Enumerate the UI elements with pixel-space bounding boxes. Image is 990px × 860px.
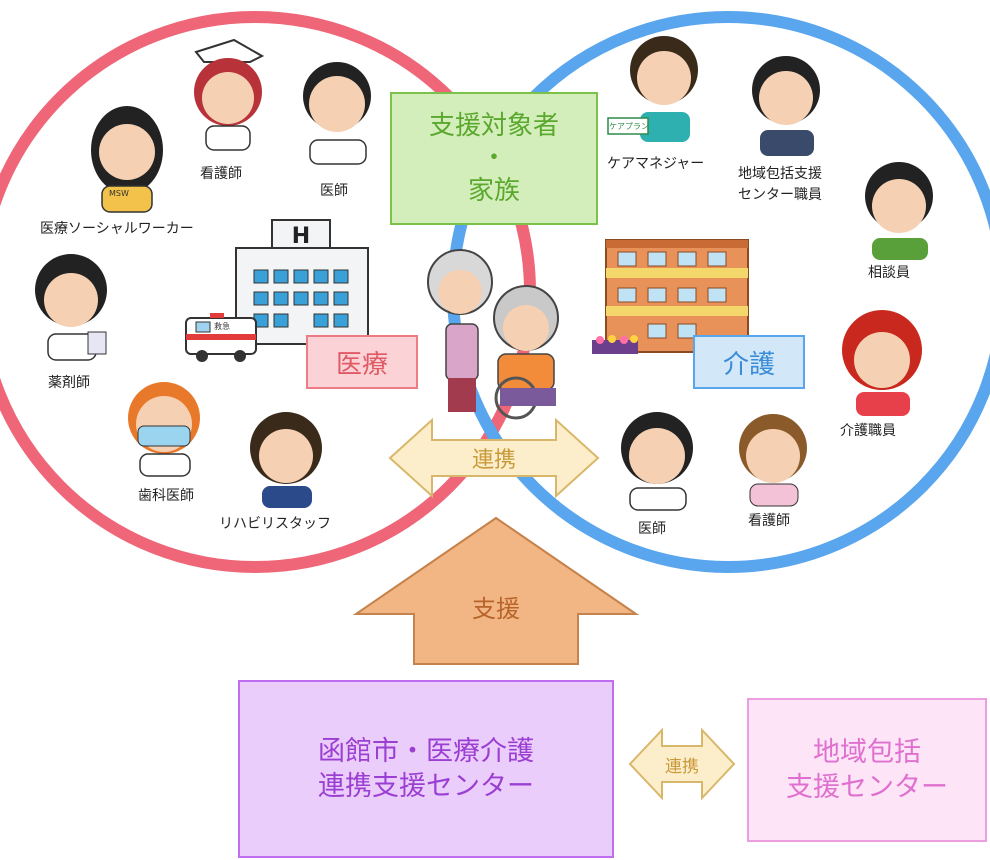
elderly-couple-illustration <box>427 249 559 420</box>
care-tag: 介護 <box>693 335 805 389</box>
label-nurse-top: 看護師 <box>200 166 242 182</box>
ambulance-illustration <box>185 313 257 362</box>
dot-separator: ・ <box>480 143 507 174</box>
pharmacist-illustration <box>35 254 107 361</box>
care-tag-label: 介護 <box>722 349 775 380</box>
support-arrow-label: 支援 <box>472 594 520 623</box>
label-pharmacist: 薬剤師 <box>48 375 90 391</box>
collab-double-arrow <box>388 417 600 499</box>
support-target-label: 支援対象者 <box>428 110 559 141</box>
small-collab-label-wrap: 連携 <box>654 748 710 780</box>
label-doctor-top: 医師 <box>320 183 348 199</box>
msw-badge-text: MSW <box>109 189 129 198</box>
hospital-sign: H <box>292 224 310 249</box>
label-dentist: 歯科医師 <box>138 488 194 504</box>
care-manager-illustration <box>607 36 698 142</box>
label-nurse-bottom: 看護師 <box>748 513 790 529</box>
collab-arrow-label: 連携 <box>471 448 516 473</box>
support-up-arrow <box>352 516 640 665</box>
nurse-bottom-illustration <box>739 414 807 507</box>
regional-center-line1: 地域包括 <box>813 736 921 768</box>
rehab-staff-illustration <box>250 412 322 508</box>
label-regional-staff-line1: 地域包括支援 <box>738 166 822 182</box>
collab-arrow-label-wrap: 連携 <box>432 440 556 476</box>
label-counselor: 相談員 <box>868 265 910 281</box>
counselor-illustration <box>865 162 933 260</box>
support-target-family-box: 支援対象者 ・ 家族 <box>390 92 598 225</box>
doctor-top-illustration <box>303 62 371 165</box>
label-care-worker: 介護職員 <box>840 423 896 439</box>
ambulance-text: 救急 <box>214 322 230 331</box>
care-facility-illustration <box>592 239 749 354</box>
label-medical-social-worker: 医療ソーシャルワーカー <box>40 221 194 237</box>
hakodate-support-center-box: 函館市・医療介護 連携支援センター <box>238 680 614 858</box>
small-collab-label: 連携 <box>665 756 699 777</box>
support-arrow-label-wrap: 支援 <box>414 586 578 626</box>
care-worker-illustration <box>842 310 922 416</box>
label-doctor-bottom: 医師 <box>638 521 666 537</box>
medical-social-worker-illustration <box>91 106 163 213</box>
hakodate-center-line1: 函館市・医療介護 <box>318 735 534 767</box>
regional-staff-illustration <box>752 56 820 156</box>
label-rehab-staff: リハビリスタッフ <box>219 516 331 532</box>
medical-tag: 医療 <box>306 335 418 389</box>
nurse-top-illustration <box>194 38 265 151</box>
regional-support-center-box: 地域包括 支援センター <box>747 698 987 842</box>
medical-tag-label: 医療 <box>335 349 388 380</box>
hospital-illustration: H <box>235 219 369 345</box>
small-collab-double-arrow <box>628 727 736 801</box>
label-regional-staff-line2: センター職員 <box>738 187 822 203</box>
dentist-illustration <box>128 382 200 477</box>
doctor-bottom-illustration <box>621 412 693 511</box>
family-label: 家族 <box>467 175 520 206</box>
care-plan-card-text: ケアプラン <box>609 122 649 131</box>
regional-center-line2: 支援センター <box>786 772 948 803</box>
hakodate-center-line2: 連携支援センター <box>318 771 534 802</box>
label-care-manager: ケアマネジャー <box>607 156 705 172</box>
